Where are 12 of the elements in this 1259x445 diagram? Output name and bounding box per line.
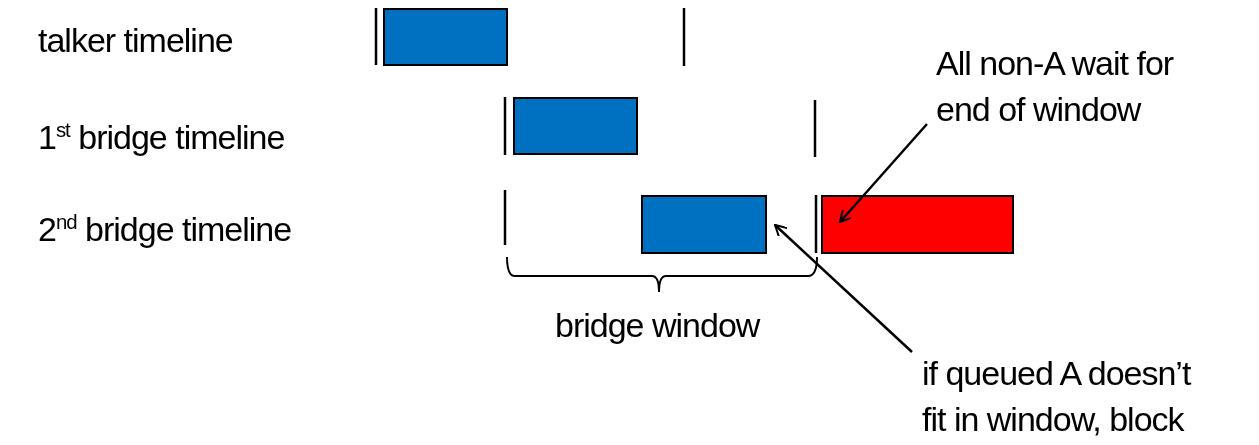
timeline-label: 2$^{nd}$ bridge timeline [38, 209, 292, 251]
timeline-bar [383, 8, 508, 66]
annotation-text: if queued A doesn’t fit in window, block [922, 350, 1214, 442]
timeline-label: 1$^{st}$ bridge timeline [38, 117, 285, 159]
timeline-bar [513, 97, 638, 155]
timeline-bar [821, 195, 1014, 254]
brace-label: bridge window [555, 305, 760, 346]
timeline-bar [641, 195, 767, 254]
leader-arrow [839, 123, 928, 223]
timeline-label: talker timeline [38, 20, 233, 61]
annotation-text: All non-A wait for end of window [936, 40, 1221, 132]
leader-arrow [774, 224, 913, 353]
